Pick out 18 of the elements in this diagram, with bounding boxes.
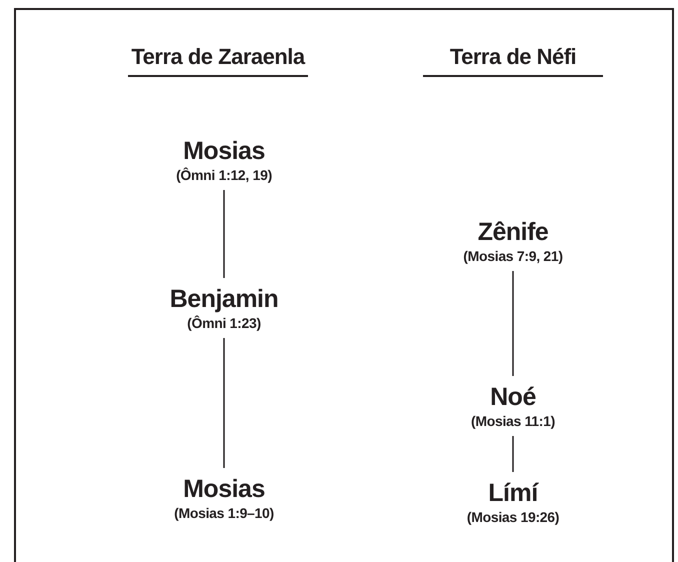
scripture-reference: (Ômni 1:23) (187, 314, 261, 332)
person-name: Mosias (183, 474, 265, 504)
column-heading: Terra de Néfi (423, 40, 603, 77)
scripture-reference: (Mosias 19:26) (466, 508, 560, 526)
connector-line (512, 271, 514, 376)
person-name: Mosias (183, 136, 265, 166)
scripture-reference: (Mosias 11:1) (470, 412, 556, 430)
connector-line (223, 190, 225, 278)
scripture-reference: (Ômni 1:12, 19) (176, 166, 272, 184)
scripture-reference: (Mosias 7:9, 21) (463, 247, 563, 265)
person-name: Zênife (478, 217, 548, 247)
person-name: Benjamin (170, 284, 278, 314)
person-name: Noé (490, 382, 536, 412)
person-name: Límí (488, 478, 538, 508)
connector-line (512, 436, 514, 472)
scripture-reference: (Mosias 1:9–10) (174, 504, 274, 522)
column-heading: Terra de Zaraenla (128, 40, 308, 77)
connector-line (223, 338, 225, 468)
